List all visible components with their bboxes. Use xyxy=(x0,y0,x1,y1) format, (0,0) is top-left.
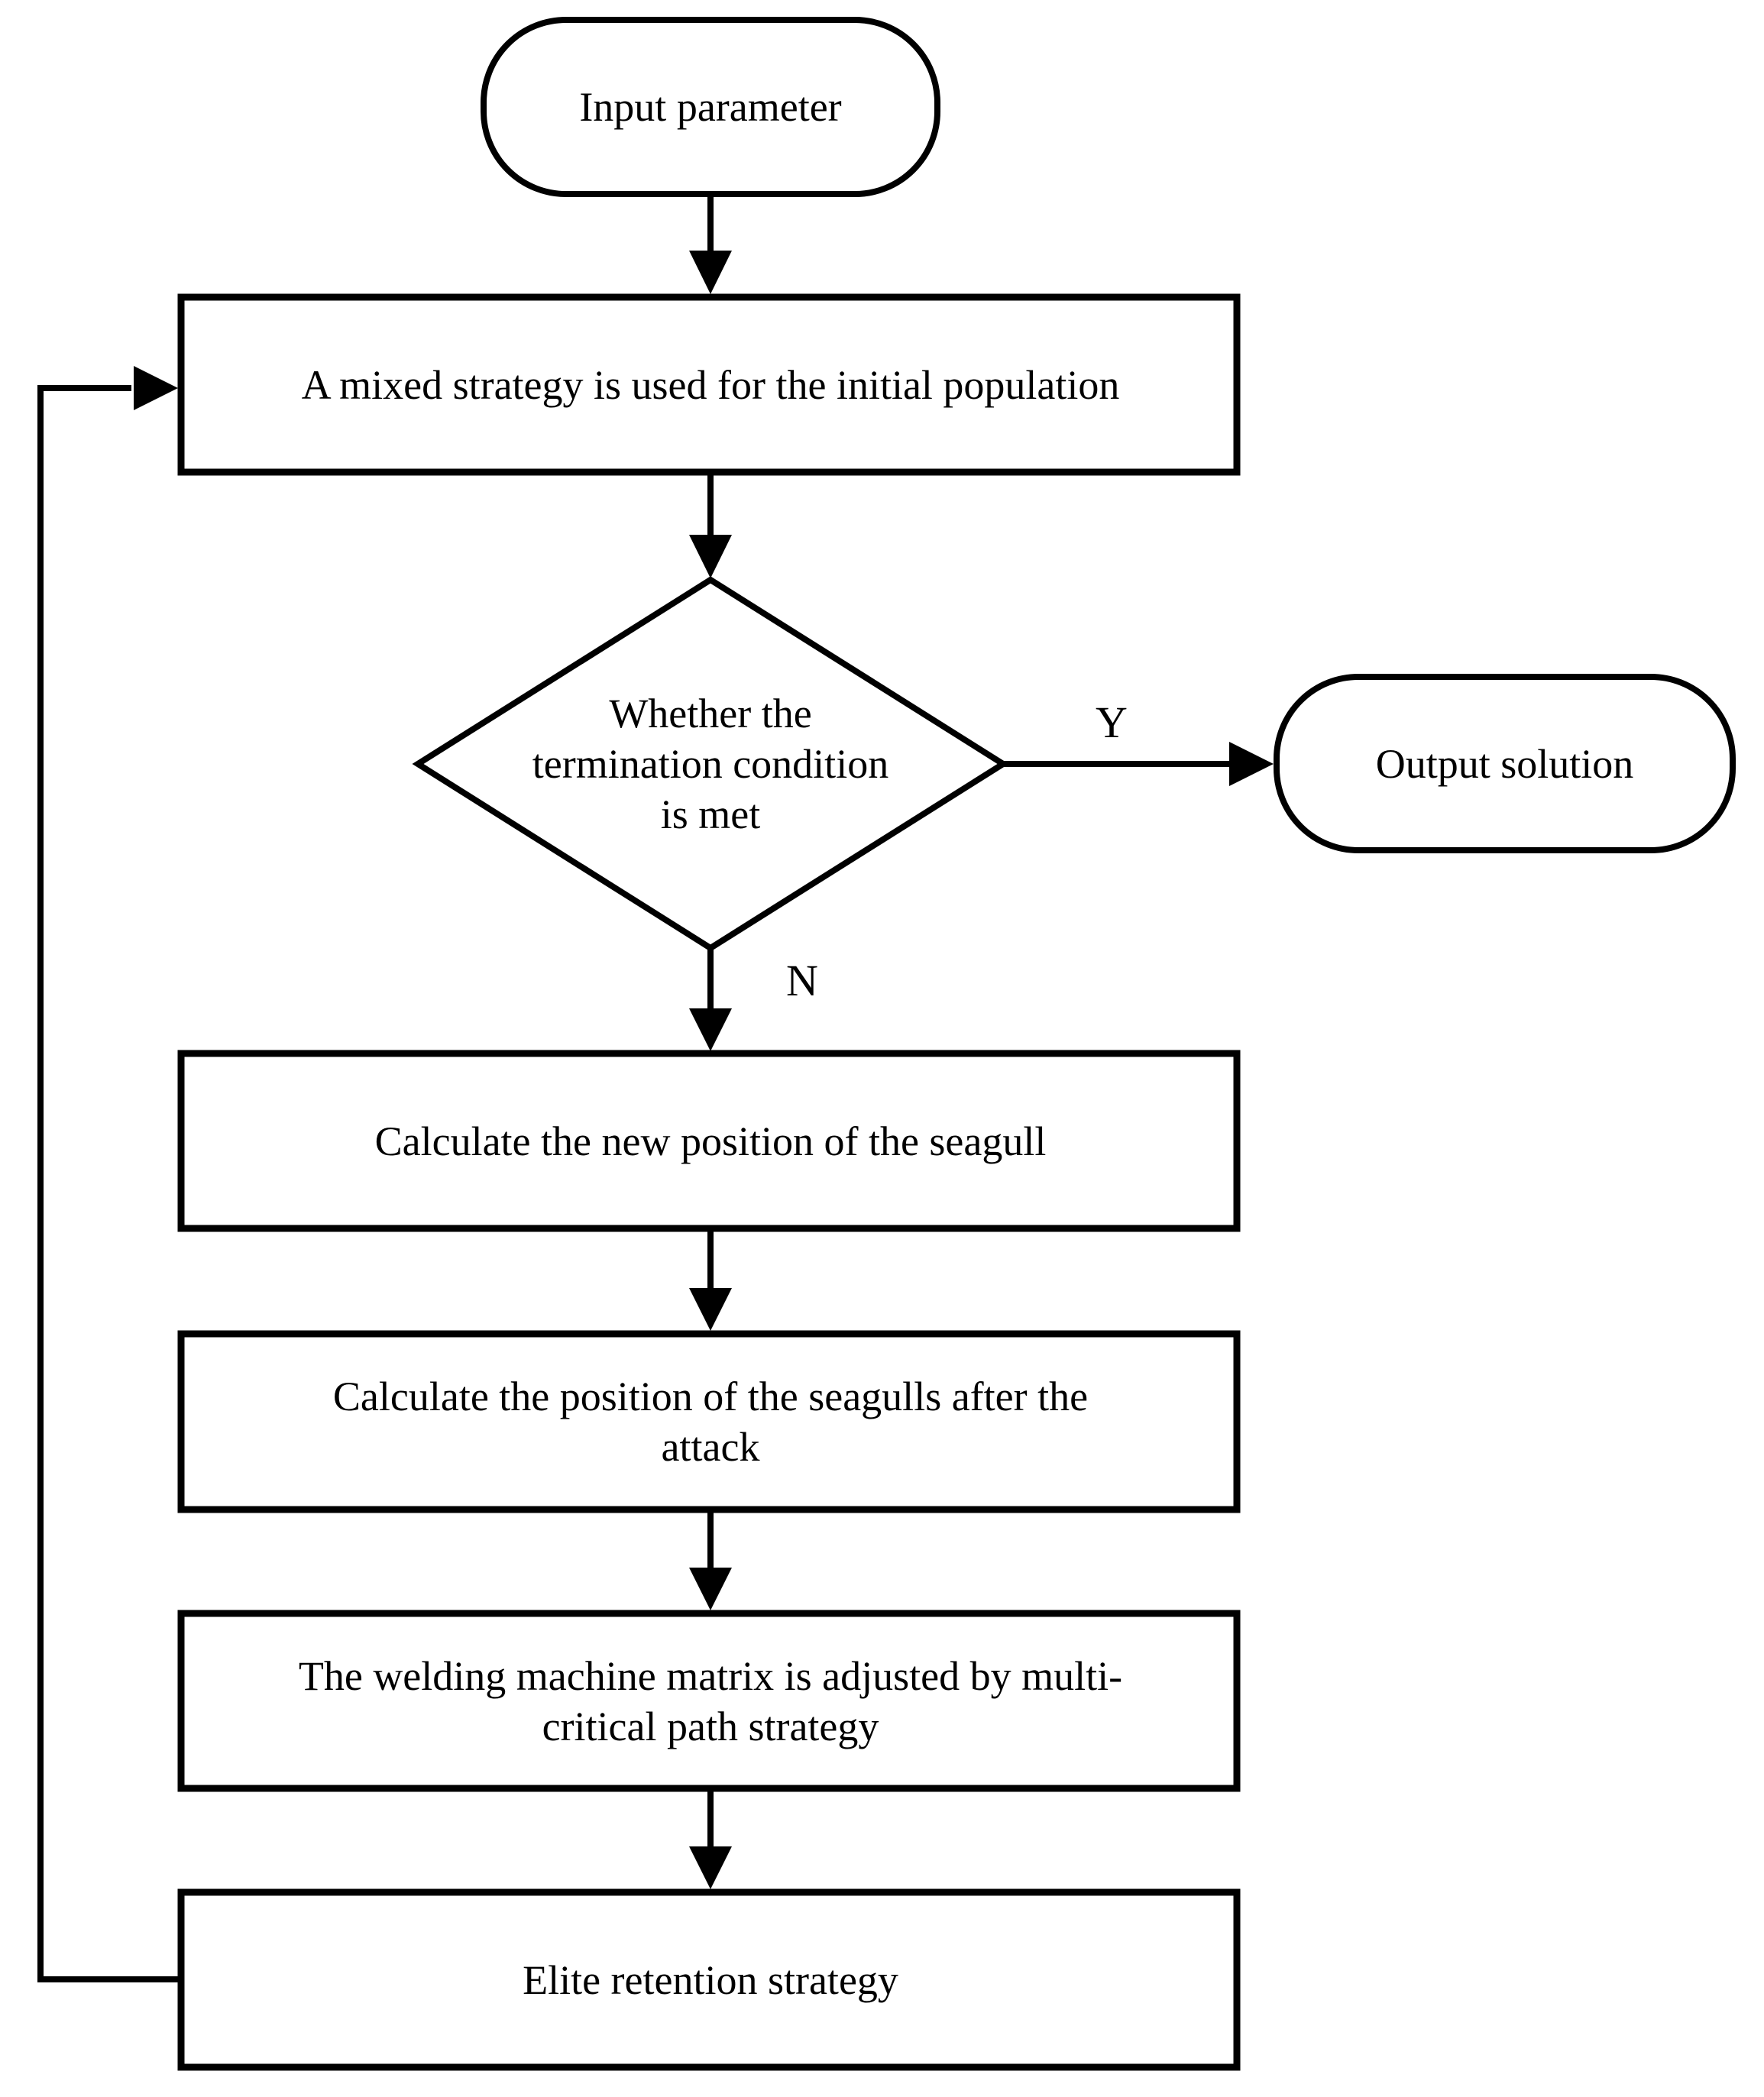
node-welding-matrix: The welding machine matrix is adjusted b… xyxy=(298,1652,1123,1749)
arrowhead-welding-to-elite xyxy=(689,1846,732,1889)
node-init-population: A mixed strategy is used for the initial… xyxy=(301,361,1120,408)
loop-elite-to-init xyxy=(37,385,181,1982)
node-termination-decision: Whether the termination condition is met xyxy=(532,691,889,837)
arrowhead-attack-to-welding xyxy=(689,1568,732,1610)
node-output-solution: Output solution xyxy=(1375,740,1634,787)
process-shape-init-population xyxy=(177,293,1241,476)
edge-label-yes: Y xyxy=(1096,697,1128,747)
arrowhead-decision-to-newpos xyxy=(689,1008,732,1051)
terminator-shape-output xyxy=(1274,674,1736,853)
node-input-parameter: Input parameter xyxy=(579,84,842,130)
arrowhead-input-to-init xyxy=(689,251,732,294)
arrowhead-newpos-to-attack xyxy=(689,1288,732,1331)
process-shape-welding-matrix xyxy=(177,1610,1241,1792)
edge-label-no: N xyxy=(786,955,818,1005)
arrowhead-loop-to-init xyxy=(134,366,178,410)
node-new-position: Calculate the new position of the seagul… xyxy=(374,1118,1047,1164)
process-shape-new-position xyxy=(177,1050,1241,1232)
process-shape-elite-retention xyxy=(177,1888,1241,2071)
arrowhead-decision-to-output xyxy=(1229,742,1274,786)
node-attack-position: Calculate the position of the seagulls a… xyxy=(332,1374,1089,1470)
arrowhead-init-to-decision xyxy=(689,535,732,578)
node-elite-retention: Elite retention strategy xyxy=(523,1956,898,2003)
